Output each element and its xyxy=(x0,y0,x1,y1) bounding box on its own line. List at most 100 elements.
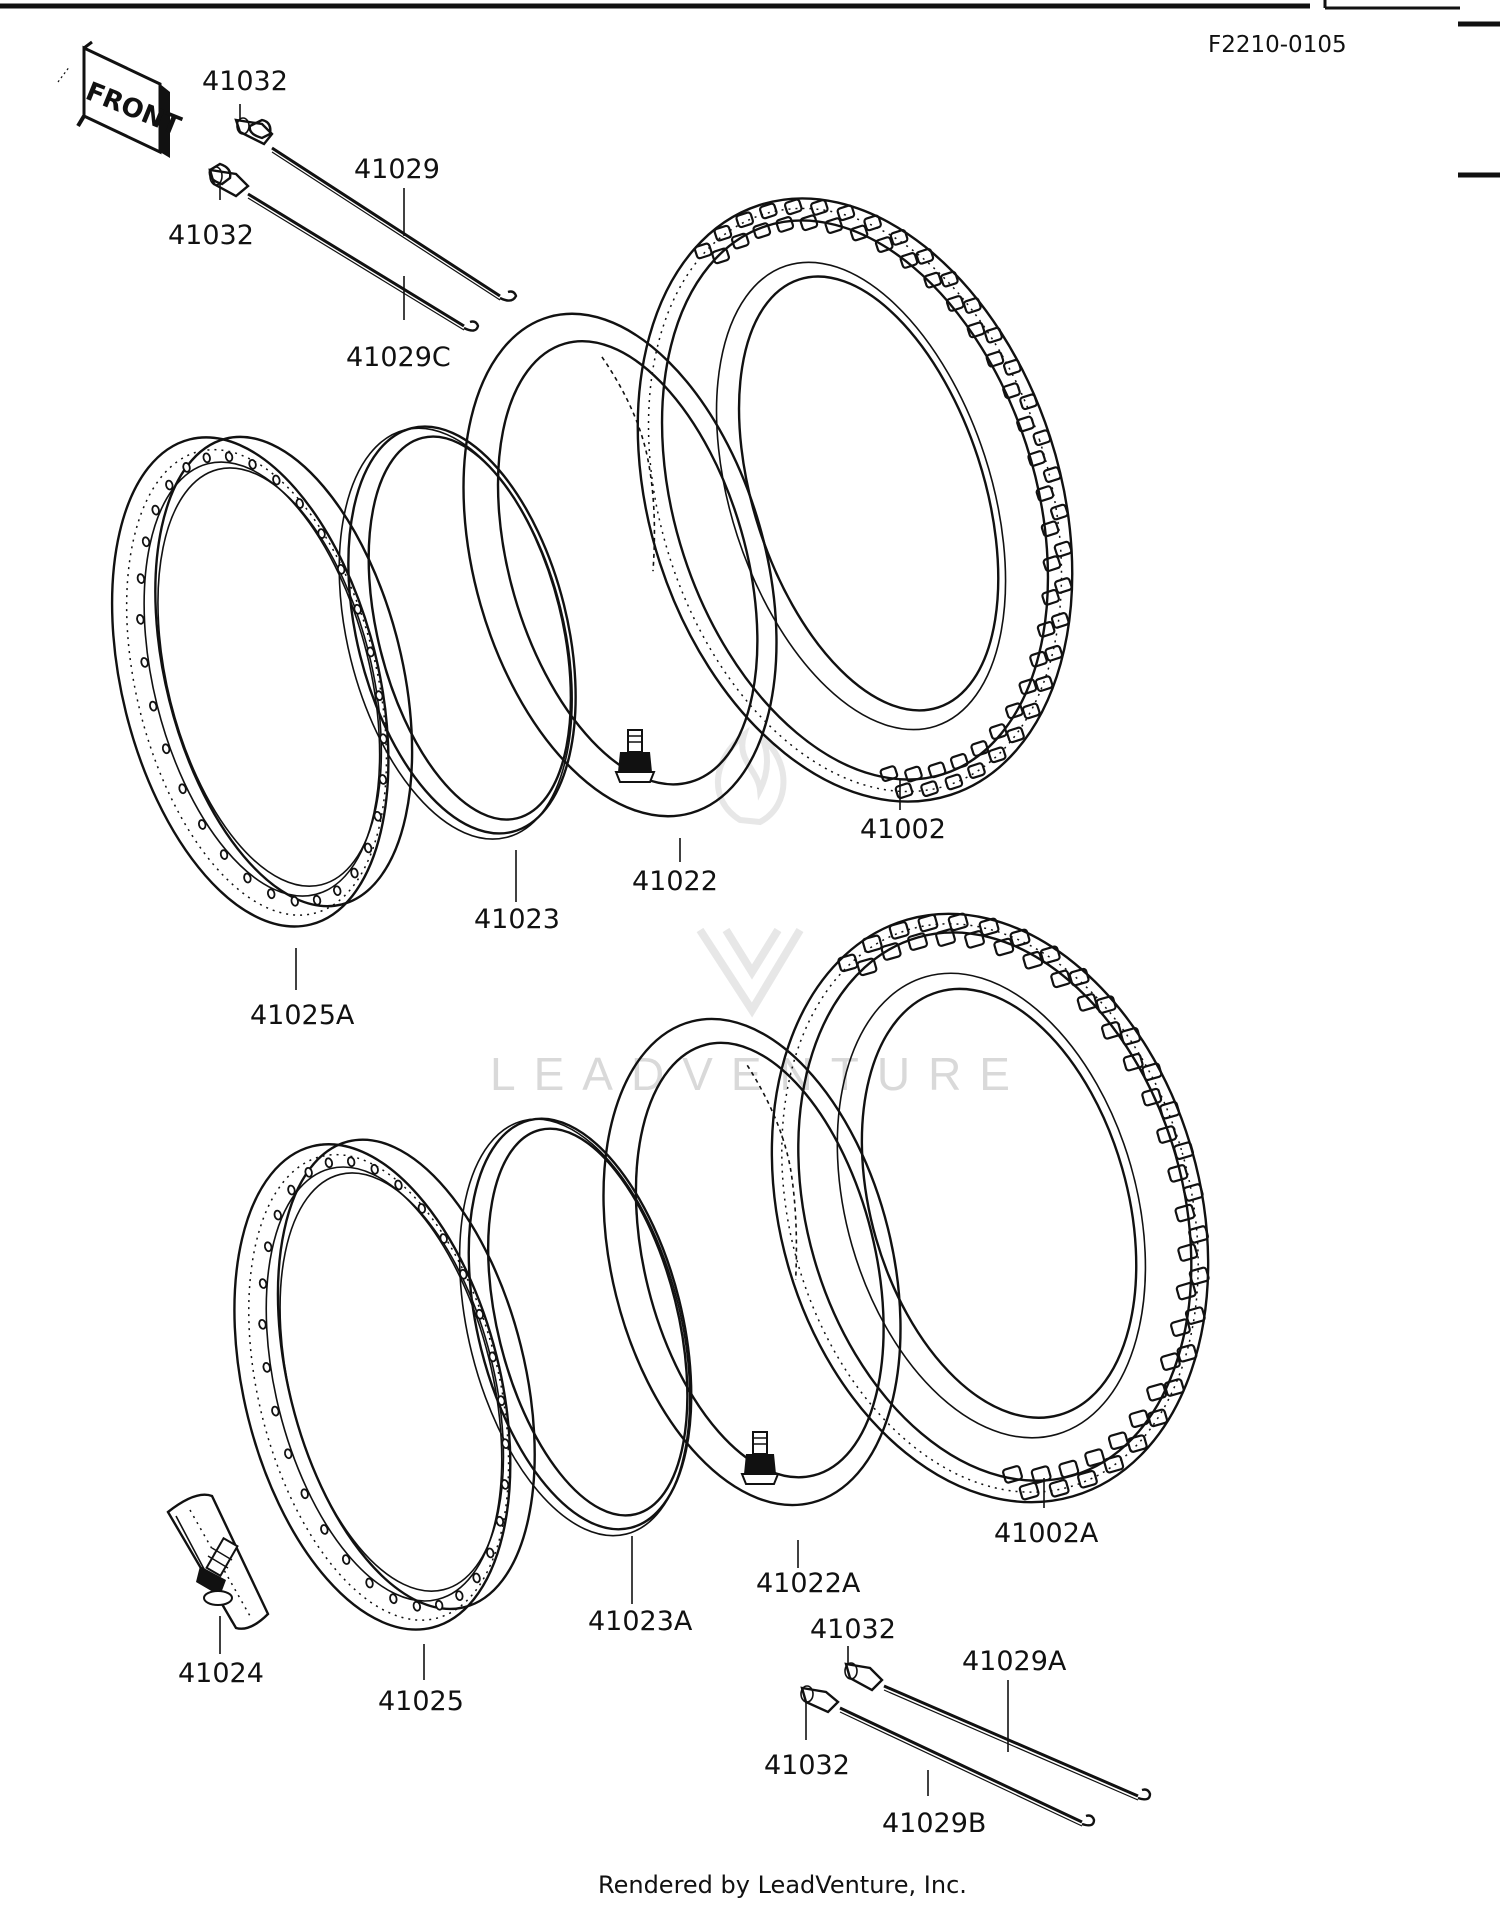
tread-lug xyxy=(1167,1164,1189,1183)
spoke-hole xyxy=(151,504,160,516)
rim-41025 xyxy=(233,1138,536,1631)
nipple-41032-second xyxy=(208,166,250,198)
tread-lug xyxy=(1141,1087,1163,1107)
tread-lug xyxy=(1053,540,1073,558)
spoke-hole xyxy=(300,1488,309,1500)
tread-lug xyxy=(964,930,985,949)
tread-lug xyxy=(1009,928,1031,948)
spoke-hole xyxy=(333,885,342,897)
spoke-hole xyxy=(258,1278,268,1289)
tread-lug xyxy=(730,232,750,250)
spoke-hole xyxy=(412,1600,422,1612)
spoke-hole xyxy=(439,1233,448,1244)
tread-lug xyxy=(1159,1352,1181,1371)
tread-lug xyxy=(713,224,733,242)
tread-lug xyxy=(1041,588,1060,606)
tread-lug xyxy=(1182,1183,1204,1202)
watermark-logo xyxy=(696,726,804,1018)
tread-lug xyxy=(1095,995,1117,1014)
tread-lug xyxy=(863,214,882,232)
tread-lug xyxy=(775,216,795,233)
spoke-hole xyxy=(198,819,207,830)
label-41022a: 41022A xyxy=(756,1568,861,1599)
tread-lug xyxy=(993,937,1015,957)
tread-lug xyxy=(940,270,959,288)
spoke-hole xyxy=(224,451,234,463)
rim-band-41023a xyxy=(458,1117,693,1537)
spoke-hole xyxy=(370,1163,379,1175)
label-41032-d: 41032 xyxy=(764,1750,850,1781)
tread-lug xyxy=(880,942,902,961)
tread-lug xyxy=(1147,1408,1169,1428)
spoke-hole xyxy=(271,1405,280,1417)
tread-lug xyxy=(1030,1465,1052,1484)
tread-lug xyxy=(1146,1382,1168,1402)
tread-lug xyxy=(1128,1409,1150,1429)
tire-41002 xyxy=(636,197,1074,803)
spoke-hole xyxy=(178,783,187,795)
spoke-hole xyxy=(284,1448,293,1460)
tread-lug xyxy=(1044,644,1064,662)
tread-lug xyxy=(799,214,819,232)
spoke-hole xyxy=(486,1547,495,1559)
tread-lug xyxy=(874,236,894,253)
label-41032-a: 41032 xyxy=(202,66,288,97)
tread-lug xyxy=(1005,702,1024,720)
spoke-hole xyxy=(346,1156,356,1168)
nipple-41032-third xyxy=(844,1662,884,1692)
tread-lug xyxy=(693,242,713,260)
label-41023: 41023 xyxy=(474,904,560,935)
tread-lug xyxy=(1050,503,1069,521)
page-border xyxy=(0,0,1500,178)
tread-lug xyxy=(1050,969,1072,989)
spoke-hole xyxy=(304,1167,313,1178)
spoke-hole xyxy=(341,1554,351,1565)
tread-lug xyxy=(1084,1448,1106,1467)
tread-lug xyxy=(824,217,844,234)
tread-lug xyxy=(1122,1052,1144,1072)
rim-band-41023 xyxy=(338,425,577,840)
label-41029a: 41029A xyxy=(962,1646,1067,1677)
label-41023a: 41023A xyxy=(588,1606,693,1637)
tread-lug xyxy=(1068,967,1090,987)
valve-stem-41022 xyxy=(614,729,656,783)
spoke-hole xyxy=(389,1593,398,1605)
tread-lug xyxy=(945,295,965,312)
spoke-hole xyxy=(263,1241,273,1253)
tread-lug xyxy=(879,765,899,782)
front-direction-badge: FRONT xyxy=(57,40,185,158)
tread-lug xyxy=(1177,1243,1199,1262)
spoke-hole xyxy=(394,1179,403,1191)
leader-lines-upper xyxy=(219,104,901,990)
tread-lug xyxy=(752,222,772,239)
spoke-hole xyxy=(434,1599,444,1611)
tread-lug xyxy=(907,932,929,951)
rim-41025a xyxy=(110,435,414,928)
label-41029c: 41029C xyxy=(346,342,451,373)
label-41029: 41029 xyxy=(354,154,440,185)
spoke-hole xyxy=(248,458,257,470)
callout-labels: 41032 41032 41029 41029C 41002 41022 410… xyxy=(168,66,1099,1839)
tread-lug xyxy=(987,746,1007,764)
tread-lug xyxy=(984,326,1003,344)
tread-lug xyxy=(856,957,878,977)
spoke-hole xyxy=(378,774,388,785)
spoke-hole xyxy=(495,1515,505,1527)
spoke-41029b xyxy=(839,1706,1096,1827)
tread-lug xyxy=(988,723,1008,740)
tread-lug xyxy=(947,912,969,932)
tread-lug xyxy=(1141,1062,1163,1082)
tread-lug xyxy=(889,229,909,246)
tread-lug xyxy=(1107,1431,1129,1451)
rim-lock-41024 xyxy=(166,1493,270,1630)
tread-lug xyxy=(1034,675,1054,692)
nipple-41032-top xyxy=(234,117,274,146)
spoke-hole xyxy=(258,1318,267,1330)
spoke-hole xyxy=(500,1479,510,1490)
tread-lug xyxy=(1176,1343,1198,1363)
tread-lug xyxy=(849,224,869,242)
spoke-hole xyxy=(336,563,346,575)
spoke-hole xyxy=(497,1395,506,1406)
tread-lug xyxy=(1021,702,1041,720)
tread-lug xyxy=(1058,1459,1080,1479)
